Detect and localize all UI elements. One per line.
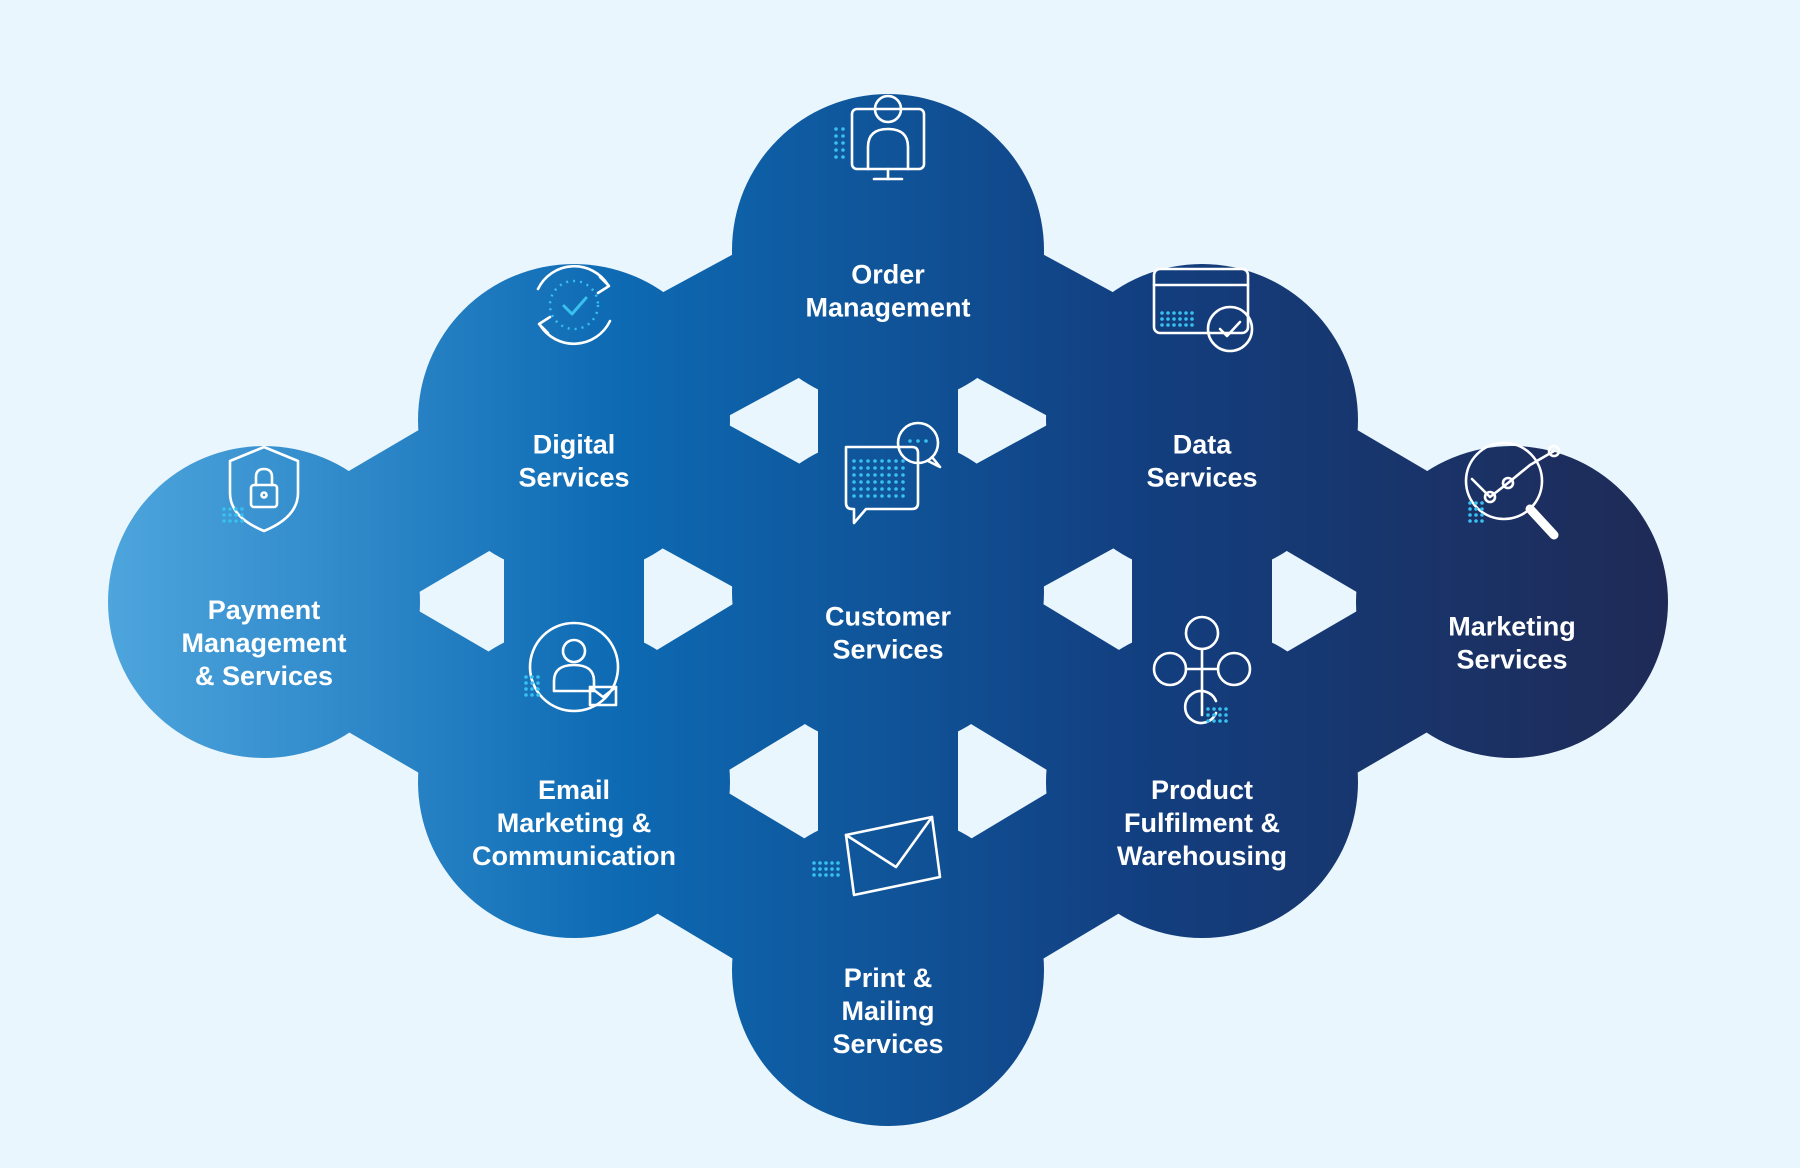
node-label-line: Communication	[472, 841, 676, 871]
node-label-line: Services	[518, 463, 629, 493]
node-connector	[228, 541, 610, 843]
node-connector	[1166, 541, 1548, 843]
refresh-check-icon	[536, 264, 612, 346]
node-label-line: Management	[805, 293, 970, 323]
node-label-line: Print &	[844, 963, 933, 993]
connected-circles-shape	[108, 94, 1668, 1126]
shield-lock-icon	[222, 445, 300, 533]
node-connector	[538, 721, 924, 1031]
node-label-line: Email	[538, 775, 610, 805]
node-label-line: Data	[1173, 430, 1233, 460]
node-label-line: Payment	[208, 595, 321, 625]
node-label-line: Customer	[825, 602, 952, 632]
node-connector	[852, 721, 1238, 1031]
monitor-user-icon	[834, 94, 926, 181]
envelope-icon	[812, 815, 942, 897]
node-label-line: Digital	[533, 430, 616, 460]
browser-check-icon	[1152, 267, 1254, 353]
node-label-line: Management	[181, 628, 346, 658]
node-label-line: Fulfilment &	[1124, 808, 1280, 838]
node-label-line: Product	[1151, 775, 1253, 805]
analytics-magnifier-icon	[1464, 441, 1561, 540]
node-label-line: Order	[851, 260, 925, 290]
node-label-line: Services	[832, 635, 943, 665]
node-label-line: & Services	[195, 661, 333, 691]
user-mail-icon	[524, 621, 620, 713]
node-label-line: Services	[1146, 463, 1257, 493]
node-label-line: Warehousing	[1117, 841, 1287, 871]
node-label-line: Marketing	[1448, 612, 1576, 642]
node-label-line: Services	[832, 1029, 943, 1059]
nodes-layer: OrderManagementDigitalServicesDataServic…	[181, 94, 1576, 1059]
node-label-line: Marketing &	[497, 808, 652, 838]
network-nodes-icon	[1152, 615, 1252, 725]
chat-bubble-icon	[844, 421, 942, 525]
node-label-line: Services	[1456, 645, 1567, 675]
node-label-line: Mailing	[842, 996, 935, 1026]
